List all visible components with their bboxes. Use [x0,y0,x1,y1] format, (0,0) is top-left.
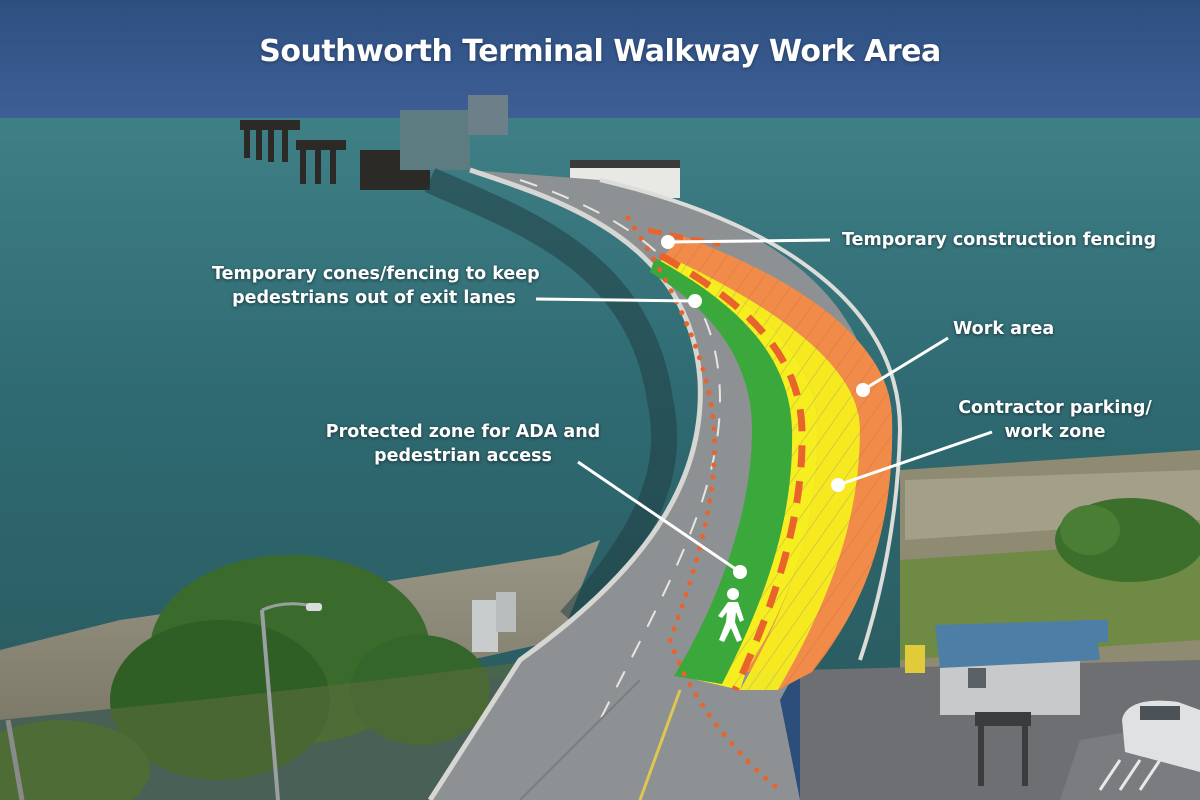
transfer-span [468,95,508,135]
leader-fencing [667,238,831,244]
label-protected-zone: Protected zone for ADA and pedestrian ac… [318,420,608,468]
label-temporary-cones-line1: Temporary cones/fencing to keep [212,264,540,284]
label-work-area: Work area [953,319,1055,339]
booth-building [940,660,1080,715]
leader-protected [577,460,741,574]
booth-roof [935,620,1100,668]
pilings [240,110,470,190]
temporary-fence-line [658,251,806,692]
label-contractor-parking-line2: work zone [1004,422,1106,442]
contractor-parking-zone [655,255,818,690]
street-lamp [260,609,280,800]
label-protected-zone-line1: Protected zone for ADA and [325,422,601,442]
page-title: Southworth Terminal Walkway Work Area [259,34,941,69]
left-guardrail [427,167,703,800]
right-railing [599,178,903,661]
utility-cabinet [472,600,498,652]
marker-work-area [856,383,870,397]
pedestrian-icon [718,588,744,642]
label-temporary-cones: Temporary cones/fencing to keep pedestri… [212,262,540,310]
leader-work-area [862,336,949,392]
marker-protected [733,565,747,579]
leader-cones [535,297,696,303]
label-temporary-cones-line2: pedestrians out of exit lanes [232,288,516,308]
marker-contractor [831,478,845,492]
leader-contractor [837,430,993,487]
protected-ada-zone [650,258,793,684]
marker-fencing [661,235,675,249]
marker-cones [688,294,702,308]
label-contractor-parking-line1: Contractor parking/ [958,398,1152,418]
label-protected-zone-line2: pedestrian access [374,446,552,466]
label-temporary-construction-fencing: Temporary construction fencing [842,230,1157,250]
trash-bin [905,645,925,673]
label-contractor-parking: Contractor parking/ work zone [950,396,1160,444]
distant-water [0,0,1200,120]
